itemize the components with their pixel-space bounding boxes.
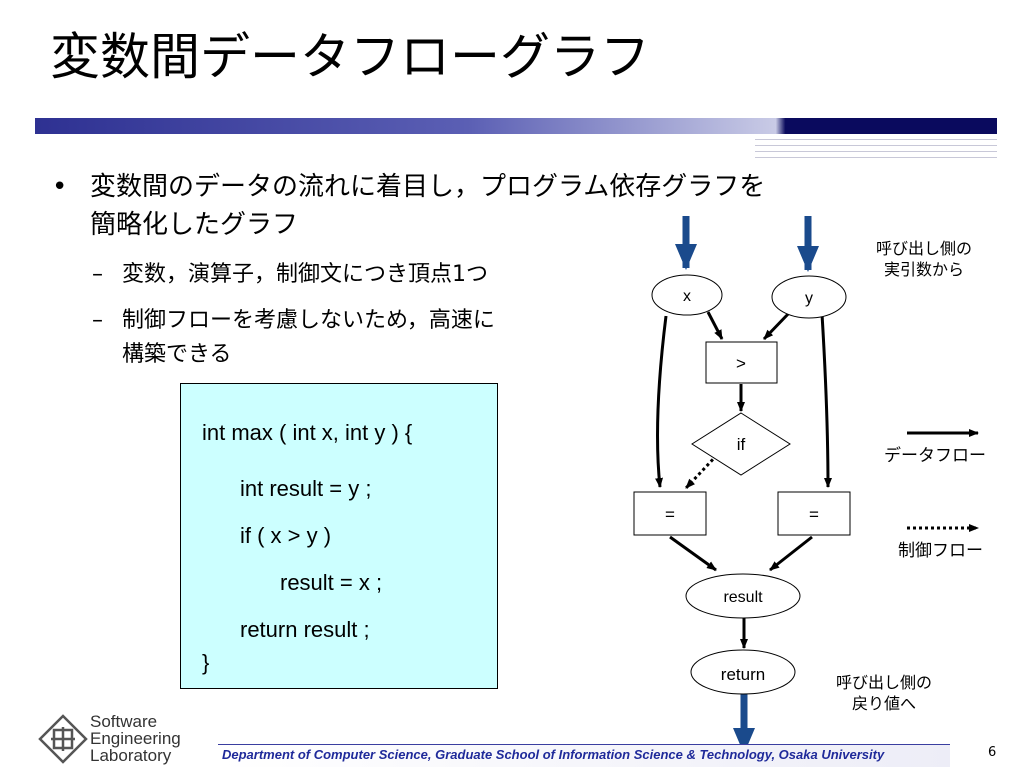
page-title: 変数間データフローグラフ <box>50 28 650 86</box>
node-assign-2-label: = <box>809 505 819 524</box>
main-bullet-line: 簡略化したグラフ <box>90 210 299 240</box>
code-line: result = x ; <box>280 570 383 595</box>
edge-x-to-assign1 <box>655 315 668 488</box>
node-assign-1-label: = <box>665 505 675 524</box>
node-return <box>690 649 796 695</box>
node-result <box>685 573 801 619</box>
edge-y-to-assign2 <box>820 313 832 488</box>
title-rule-line <box>755 157 997 158</box>
page-number: 6 <box>988 745 997 760</box>
code-line: int result = y ; <box>240 476 372 501</box>
bullet-dot: • <box>52 172 68 202</box>
title-rule-line <box>755 139 997 140</box>
edge-assign2-to-result <box>769 535 813 572</box>
sub-bullet-text: 制御フローを考慮しないため，高速に 構築できる <box>122 308 495 367</box>
caller-args-note: 呼び出し側の 実引数から <box>876 239 973 279</box>
node-gt-label: > <box>736 354 746 373</box>
node-y <box>771 275 847 319</box>
code-line: } <box>202 650 210 675</box>
logo-icon <box>38 714 88 764</box>
code-line: if ( x > y ) <box>240 523 332 548</box>
node-result-label: result <box>723 589 763 606</box>
legend-control-flow-label: 制御フロー <box>898 541 983 561</box>
edge-x-to-gt <box>706 311 724 340</box>
code-line: int max ( int x, int y ) { <box>202 420 413 445</box>
node-x <box>651 274 723 316</box>
title-rule-line <box>755 151 997 152</box>
node-if <box>691 412 791 476</box>
title-rule <box>35 118 997 134</box>
logo-text: Software Engineering Laboratory <box>90 712 181 765</box>
main-bullet-line: 変数間のデータの流れに着目し，プログラム依存グラフを <box>90 172 766 202</box>
footer-bar: Department of Computer Science, Graduate… <box>218 744 950 767</box>
sub-bullet-text: 変数，演算子，制御文につき頂点1つ <box>122 262 488 287</box>
node-return-label: return <box>721 665 765 684</box>
main-bullet-text: 変数間のデータの流れに着目し，プログラム依存グラフを 簡略化したグラフ <box>90 168 930 244</box>
node-x-label: x <box>683 288 691 305</box>
code-box: int max ( int x, int y ) { int result = … <box>180 383 498 689</box>
node-assign-1 <box>633 491 707 536</box>
edge-assign1-to-result <box>669 535 717 572</box>
title-rule-line <box>755 145 997 146</box>
edge-y-to-gt <box>762 310 792 341</box>
node-gt <box>705 341 778 384</box>
node-assign-2 <box>777 491 851 536</box>
legend-data-flow-label: データフロー <box>884 446 986 466</box>
node-if-label: if <box>737 435 746 454</box>
footer-text: Department of Computer Science, Graduate… <box>222 747 885 762</box>
caller-return-note: 呼び出し側の 戻り値へ <box>836 673 933 713</box>
edge-if-to-assign1-control <box>684 453 719 490</box>
code-line: return result ; <box>240 617 370 642</box>
node-y-label: y <box>805 290 813 307</box>
